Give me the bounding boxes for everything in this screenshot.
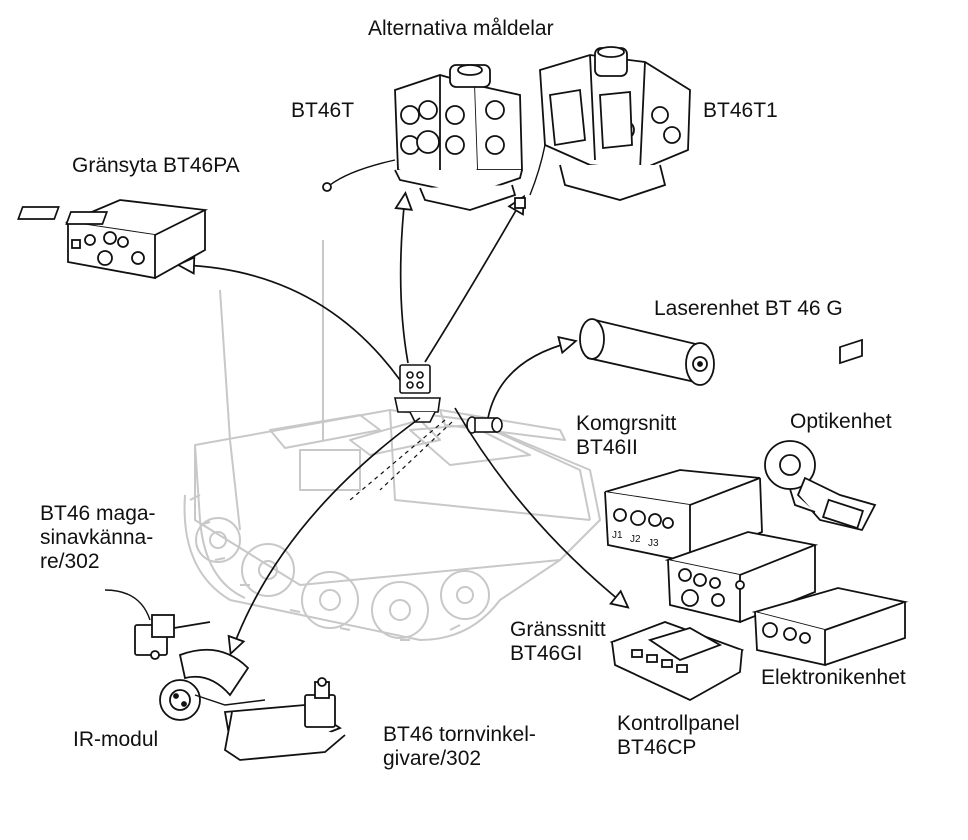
- arrow-to-ir-module: [232, 417, 421, 650]
- label-control-panel-line-1: Kontrollpanel: [617, 712, 740, 735]
- control-panel-device: [609, 621, 745, 702]
- laser-unit-device: [579, 318, 715, 386]
- magazine-sensor-device: [104, 589, 211, 660]
- label-magazine-sensor-line-2: sinavkänna-: [40, 526, 154, 549]
- label-magazine-sensor-line-3: re/302: [40, 550, 100, 573]
- turret-angle-sensor-device: [223, 677, 346, 761]
- label-control-panel: Kontrollpanel BT46CP: [617, 712, 740, 760]
- turret-target-mount: [394, 364, 441, 423]
- label-comm-interface-line-2: BT46II: [576, 436, 638, 459]
- connector-labels: J1 J2 J3: [612, 530, 659, 549]
- label-magazine-sensor: BT46 maga- sinavkänna- re/302: [40, 502, 156, 574]
- bt46ii-device: [604, 469, 763, 564]
- label-gi-interface-line-2: BT46GI: [510, 642, 583, 665]
- label-comm-interface: Komgrsnitt BT46II: [576, 412, 676, 460]
- label-gi-interface: Gränssnitt BT46GI: [510, 618, 606, 666]
- ir-module-device: [159, 648, 266, 721]
- label-turret-angle-sensor-line-1: BT46 tornvinkel-: [383, 723, 536, 746]
- label-laser-unit: Laserenhet BT 46 G: [654, 297, 843, 320]
- arrow-to-laser: [487, 342, 572, 419]
- label-magazine-sensor-line-1: BT46 maga-: [40, 502, 156, 525]
- label-bt46t1: BT46T1: [703, 99, 778, 122]
- turret-laser-mount: [466, 416, 503, 434]
- label-turret-angle-sensor: BT46 tornvinkel- givare/302: [383, 723, 536, 771]
- label-alternative-targets: Alternativa måldelar: [368, 17, 554, 40]
- label-control-panel-line-2: BT46CP: [617, 736, 697, 759]
- label-electronics-unit: Elektronikenhet: [761, 666, 906, 689]
- connector-label-j3: J3: [648, 538, 659, 549]
- connector-label-j1: J1: [612, 530, 623, 541]
- dashed-link-2: [379, 421, 453, 491]
- connector-label-j2: J2: [630, 534, 641, 545]
- bt46gi-device: [664, 531, 819, 624]
- label-comm-interface-line-1: Komgrsnitt: [576, 412, 677, 435]
- arrow-to-gi-interface: [454, 407, 625, 605]
- electronics-unit-device: [751, 338, 909, 667]
- arrow-to-bt46t1: [424, 200, 522, 363]
- connection-arrows: [182, 197, 625, 650]
- bt46t1-device: [514, 46, 691, 209]
- arrow-to-bt46pa: [182, 265, 401, 381]
- label-turret-angle-sensor-line-2: givare/302: [383, 747, 482, 770]
- optics-unit-device: [764, 440, 877, 532]
- label-optics-unit: Optikenhet: [790, 410, 892, 433]
- label-bt46t: BT46T: [291, 99, 355, 122]
- label-interface-bt46pa: Gränsyta BT46PA: [72, 154, 240, 177]
- bt46t-device: [322, 64, 523, 211]
- label-gi-interface-line-1: Gränssnitt: [510, 618, 606, 641]
- bt46pa-device: [17, 199, 209, 280]
- label-ir-module: IR-modul: [73, 728, 159, 751]
- arrow-to-bt46t: [401, 197, 408, 364]
